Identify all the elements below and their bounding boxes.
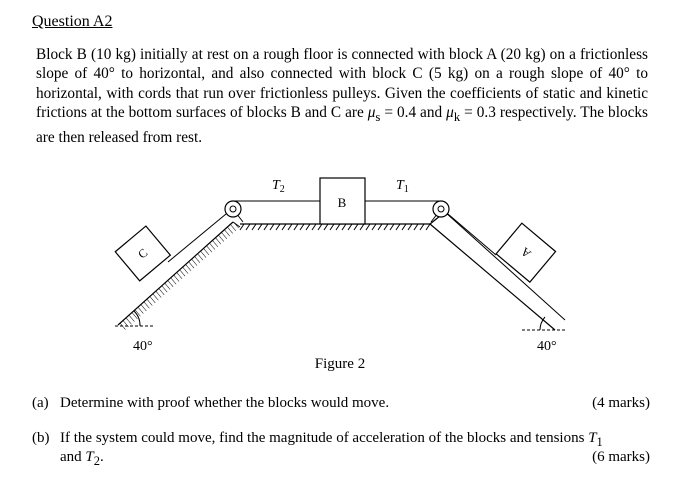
mu-s-symbol: μ <box>367 104 376 122</box>
figure-2: B C A T2 T1 40° 40° <box>0 160 680 375</box>
mu-s-value: = 0.4 and <box>380 104 447 122</box>
question-b-label: (b) <box>32 430 50 446</box>
question-b-marks: (6 marks) <box>592 449 650 465</box>
right-slope <box>429 211 566 331</box>
tension-t2-label: T2 <box>272 178 285 195</box>
problem-statement: Block B (10 kg) initially at rest on a r… <box>36 45 648 147</box>
right-angle-arc <box>539 316 546 331</box>
block-b-label: B <box>338 195 347 210</box>
cords <box>167 200 497 263</box>
angle-left-label: 40° <box>133 339 153 354</box>
block-c: C <box>114 225 172 282</box>
block-a: A <box>495 222 557 283</box>
tension-t1-label: T1 <box>396 178 409 195</box>
mu-k-symbol: μ <box>446 104 454 122</box>
question-b-text-line1: If the system could move, find the magni… <box>60 430 603 449</box>
mu-k-value: = 0.3 <box>460 104 496 122</box>
mu-s-subscript: s <box>375 110 381 125</box>
block-b <box>319 177 366 225</box>
mu-k-subscript: k <box>453 110 461 125</box>
question-a-label: (a) <box>32 395 49 411</box>
floor <box>239 223 431 231</box>
t1-subscript: 1 <box>596 435 603 449</box>
t2-subscript: 2 <box>93 454 101 468</box>
question-a-text: Determine with proof whether the blocks … <box>60 395 390 411</box>
figure-caption: Figure 2 <box>314 356 366 372</box>
left-angle-arc <box>133 310 141 327</box>
angle-right-label: 40° <box>537 339 557 354</box>
question-heading: Question A2 <box>32 13 113 30</box>
problem-text-part1: Block B (10 kg) initially at rest on a r… <box>36 46 648 122</box>
left-slope <box>117 221 241 330</box>
left-pulley <box>224 200 244 223</box>
t2-symbol: T <box>85 449 94 465</box>
right-pulley <box>430 200 450 223</box>
pulley-system-diagram: B C A T2 T1 40° 40° <box>114 177 566 354</box>
question-a-marks: (4 marks) <box>592 395 650 411</box>
problem-text-part2: respectively. The blocks are then releas… <box>36 104 648 146</box>
t1-symbol: T <box>588 430 597 446</box>
question-b-text-line2: and T2. <box>60 449 104 468</box>
